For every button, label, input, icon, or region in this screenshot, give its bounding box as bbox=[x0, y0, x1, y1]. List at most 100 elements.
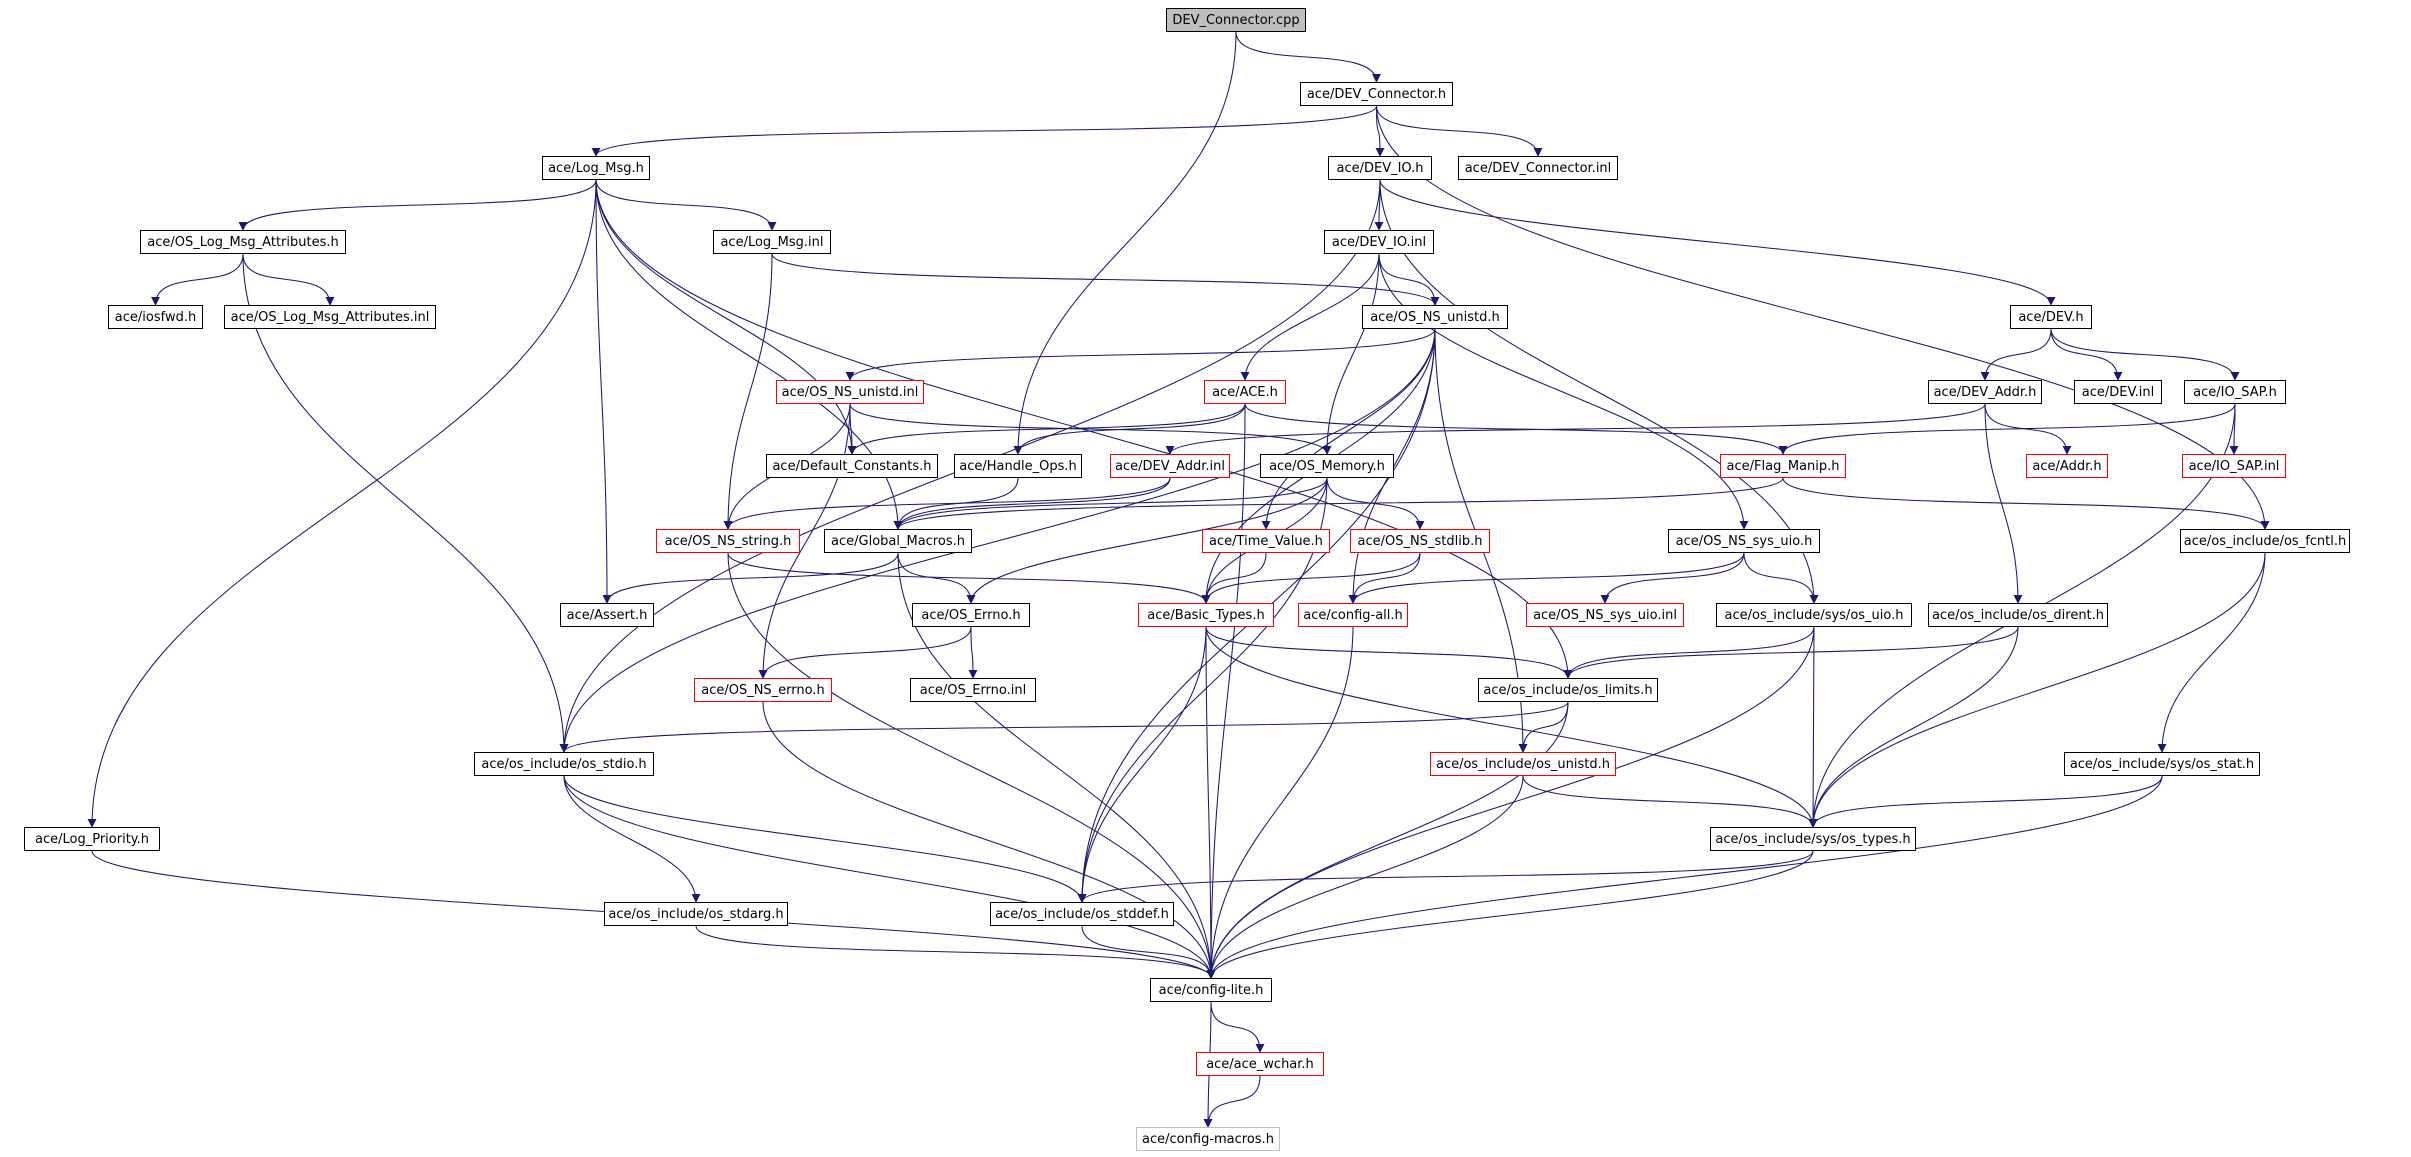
node-os-ns-string-h[interactable]: ace/OS_NS_string.h bbox=[656, 529, 800, 553]
node-addr-h[interactable]: ace/Addr.h bbox=[2026, 454, 2108, 478]
node-io-sap-h[interactable]: ace/IO_SAP.h bbox=[2184, 380, 2286, 404]
node-time-value-h[interactable]: ace/Time_Value.h bbox=[1202, 529, 1330, 553]
node-assert-h[interactable]: ace/Assert.h bbox=[560, 603, 654, 627]
edge-os_ns_string_h-to-config_lite_h bbox=[727, 552, 1216, 979]
node-os-ns-unistd-inl[interactable]: ace/OS_NS_unistd.inl bbox=[776, 380, 924, 404]
edge-basic_types_h-to-config_lite_h bbox=[1205, 626, 1216, 979]
node-os-ns-sys-uio-h[interactable]: ace/OS_NS_sys_uio.h bbox=[1668, 529, 1820, 553]
edge-os_fcntl_h-to-sys_os_types_h bbox=[1808, 552, 2266, 828]
node-os-ns-sys-uio-inl[interactable]: ace/OS_NS_sys_uio.inl bbox=[1526, 603, 1684, 627]
node-os-log-msg-attributes-h[interactable]: ace/OS_Log_Msg_Attributes.h bbox=[140, 230, 346, 254]
edge-os_unistd_h-to-config_lite_h bbox=[1206, 775, 1524, 979]
edge-ace_h-to-handle_ops_h bbox=[1013, 403, 1246, 455]
node-flag-manip-h[interactable]: ace/Flag_Manip.h bbox=[1720, 454, 1846, 478]
edge-os_ns_sys_uio_h-to-config_all_h bbox=[1348, 552, 1745, 604]
edge-os_limits_h-to-config_lite_h bbox=[1206, 701, 1569, 979]
node-config-lite-h[interactable]: ace/config-lite.h bbox=[1150, 978, 1272, 1002]
node-os-errno-h[interactable]: ace/OS_Errno.h bbox=[912, 603, 1030, 627]
edge-os_ns_string_h-to-basic_types_h bbox=[727, 552, 1211, 604]
node-dev-io-inl[interactable]: ace/DEV_IO.inl bbox=[1324, 230, 1434, 254]
edge-sys_os_types_h-to-os_stddef_h bbox=[1077, 850, 1814, 903]
edge-log_msg_h-to-log_msg_inl bbox=[595, 179, 777, 231]
node-dev-connector-inl[interactable]: ace/DEV_Connector.inl bbox=[1458, 156, 1618, 180]
node-iosfwd-h[interactable]: ace/iosfwd.h bbox=[108, 305, 203, 329]
node-dev-connector-cpp: DEV_Connector.cpp bbox=[1166, 8, 1306, 32]
node-log-msg-h[interactable]: ace/Log_Msg.h bbox=[542, 156, 650, 180]
node-io-sap-inl[interactable]: ace/IO_SAP.inl bbox=[2182, 454, 2286, 478]
edge-os_ns_unistd_inl-to-os_memory_h bbox=[849, 403, 1332, 455]
edge-os_dirent_h-to-sys_os_types_h bbox=[1808, 626, 2019, 828]
edge-os_ns_sys_uio_h-to-os_ns_sys_uio_inl bbox=[1600, 552, 1745, 604]
edge-dev_connector_h-to-dev_connector_inl bbox=[1375, 105, 1543, 157]
edge-os_ns_errno_h-to-config_lite_h bbox=[762, 701, 1216, 979]
node-dev-h[interactable]: ace/DEV.h bbox=[2010, 305, 2092, 329]
node-os-stdarg-h[interactable]: ace/os_include/os_stdarg.h bbox=[604, 902, 788, 926]
node-sys-os-uio-h[interactable]: ace/os_include/sys/os_uio.h bbox=[1716, 603, 1912, 627]
edge-dev_io_inl-to-os_ns_sys_uio_h bbox=[1378, 253, 1749, 530]
node-dev-connector-h[interactable]: ace/DEV_Connector.h bbox=[1300, 82, 1453, 106]
node-os-limits-h[interactable]: ace/os_include/os_limits.h bbox=[1478, 678, 1658, 702]
node-default-constants-h[interactable]: ace/Default_Constants.h bbox=[766, 454, 938, 478]
node-os-log-msg-attributes-inl[interactable]: ace/OS_Log_Msg_Attributes.inl bbox=[224, 305, 436, 329]
node-dev-addr-inl[interactable]: ace/DEV_Addr.inl bbox=[1110, 454, 1230, 478]
node-dev-io-h[interactable]: ace/DEV_IO.h bbox=[1328, 156, 1432, 180]
edge-os_limits_h-to-os_stdio_h bbox=[559, 701, 1569, 753]
edge-dev_addr_h-to-dev_addr_inl bbox=[1165, 403, 1986, 455]
edge-sys_os_types_h-to-config_lite_h bbox=[1206, 850, 1814, 979]
edge-dev_io_inl-to-os_ns_unistd_h bbox=[1378, 253, 1440, 306]
edge-os_errno_h-to-os_errno_inl bbox=[968, 626, 978, 679]
edge-ace_wchar_h-to-config_macros_h bbox=[1203, 1075, 1261, 1128]
edge-sys_os_stat_h-to-config_lite_h bbox=[1206, 775, 2163, 979]
edge-os_stdio_h-to-config_lite_h bbox=[563, 775, 1216, 979]
edge-dev_connector_cpp-to-handle_ops_h bbox=[1013, 31, 1237, 455]
edge-sys_os_uio_h-to-sys_os_types_h bbox=[1808, 626, 1818, 828]
edge-dev_io_inl-to-ace_h bbox=[1240, 253, 1380, 381]
node-sys-os-stat-h[interactable]: ace/os_include/sys/os_stat.h bbox=[2064, 752, 2260, 776]
node-os-fcntl-h[interactable]: ace/os_include/os_fcntl.h bbox=[2180, 529, 2350, 553]
node-ace-wchar-h[interactable]: ace/ace_wchar.h bbox=[1196, 1052, 1324, 1076]
edge-os_stddef_h-to-config_lite_h bbox=[1081, 925, 1216, 979]
edge-os_log_msg_attributes_h-to-os_log_msg_attributes_inl bbox=[242, 253, 335, 306]
edge-ace_h-to-config_lite_h bbox=[1206, 403, 1246, 979]
edge-dev_connector_h-to-log_msg_h bbox=[591, 105, 1378, 157]
edge-dev_h-to-dev_addr_h bbox=[1980, 328, 2052, 381]
node-os-ns-stdlib-h[interactable]: ace/OS_NS_stdlib.h bbox=[1350, 529, 1490, 553]
node-log-msg-inl[interactable]: ace/Log_Msg.inl bbox=[713, 230, 831, 254]
node-dev-addr-h[interactable]: ace/DEV_Addr.h bbox=[1928, 380, 2042, 404]
edge-os_ns_sys_uio_h-to-sys_os_uio_h bbox=[1743, 552, 1819, 604]
node-dev-inl[interactable]: ace/DEV.inl bbox=[2074, 380, 2162, 404]
edge-basic_types_h-to-os_limits_h bbox=[1205, 626, 1573, 679]
node-config-all-h[interactable]: ace/config-all.h bbox=[1298, 603, 1408, 627]
node-handle-ops-h[interactable]: ace/Handle_Ops.h bbox=[954, 454, 1082, 478]
node-config-macros-h: ace/config-macros.h bbox=[1136, 1127, 1280, 1151]
edge-os_ns_unistd_inl-to-os_ns_errno_h bbox=[758, 403, 851, 679]
node-os-stddef-h[interactable]: ace/os_include/os_stddef.h bbox=[990, 902, 1174, 926]
edge-time_value_h-to-basic_types_h bbox=[1201, 552, 1267, 604]
edge-os_limits_h-to-os_unistd_h bbox=[1518, 701, 1569, 753]
node-os-memory-h[interactable]: ace/OS_Memory.h bbox=[1260, 454, 1394, 478]
node-os-ns-errno-h[interactable]: ace/OS_NS_errno.h bbox=[694, 678, 832, 702]
edge-log_msg_inl-to-os_ns_unistd_h bbox=[771, 253, 1440, 306]
edge-flag_manip_h-to-global_macros_h bbox=[893, 477, 1784, 530]
node-os-errno-inl[interactable]: ace/OS_Errno.inl bbox=[910, 678, 1036, 702]
edge-os_unistd_h-to-sys_os_types_h bbox=[1522, 775, 1818, 828]
edge-log_msg_h-to-os_log_msg_attributes_h bbox=[238, 179, 597, 231]
edge-sys_os_uio_h-to-config_lite_h bbox=[1206, 626, 1815, 979]
edge-dev_h-to-io_sap_h bbox=[2050, 328, 2240, 381]
edge-dev_addr_h-to-os_dirent_h bbox=[1984, 403, 2023, 604]
edge-dev_h-to-dev_inl bbox=[2050, 328, 2123, 381]
edge-basic_types_h-to-sys_os_types_h bbox=[1205, 626, 1818, 828]
node-global-macros-h[interactable]: ace/Global_Macros.h bbox=[824, 529, 972, 553]
node-sys-os-types-h[interactable]: ace/os_include/sys/os_types.h bbox=[1710, 827, 1916, 851]
edge-log_msg_inl-to-os_ns_string_h bbox=[723, 253, 773, 530]
edge-ace_h-to-flag_manip_h bbox=[1244, 403, 1788, 455]
edge-config_lite_h-to-ace_wchar_h bbox=[1210, 1001, 1265, 1053]
node-log-priority-h[interactable]: ace/Log_Priority.h bbox=[24, 827, 160, 851]
node-ace-h[interactable]: ace/ACE.h bbox=[1204, 380, 1286, 404]
edge-log_msg_h-to-default_constants_h bbox=[595, 179, 857, 455]
node-os-ns-unistd-h[interactable]: ace/OS_NS_unistd.h bbox=[1362, 305, 1508, 329]
node-basic-types-h[interactable]: ace/Basic_Types.h bbox=[1138, 603, 1274, 627]
node-os-unistd-h[interactable]: ace/os_include/os_unistd.h bbox=[1430, 752, 1616, 776]
node-os-dirent-h[interactable]: ace/os_include/os_dirent.h bbox=[1928, 603, 2108, 627]
node-os-stdio-h[interactable]: ace/os_include/os_stdio.h bbox=[474, 752, 654, 776]
